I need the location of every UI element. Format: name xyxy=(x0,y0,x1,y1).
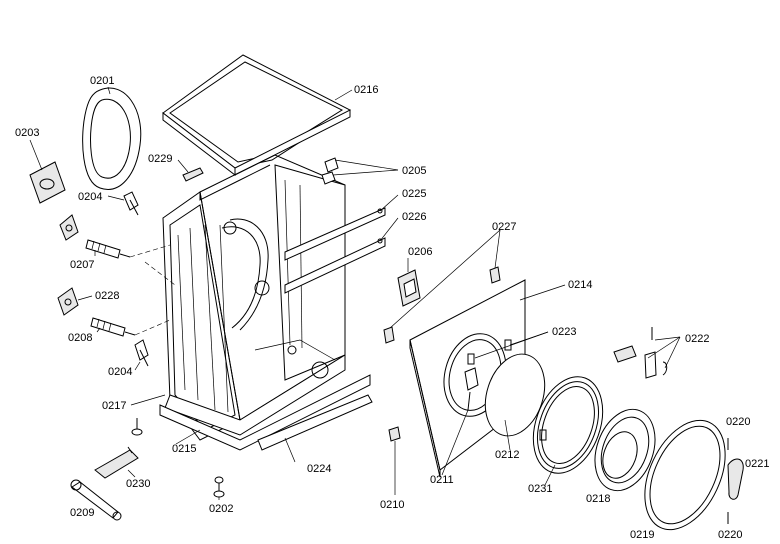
label-0216: 0216 xyxy=(354,84,378,96)
base-plinth-part[interactable] xyxy=(159,374,371,451)
door-handle-part[interactable] xyxy=(727,458,744,500)
label-0218: 0218 xyxy=(586,493,610,505)
label-0229: 0229 xyxy=(148,153,172,165)
label-0224: 0224 xyxy=(307,463,331,475)
bracket-part-lower[interactable] xyxy=(134,339,149,367)
door-lock-part[interactable] xyxy=(397,269,421,307)
screw-part[interactable] xyxy=(388,426,401,442)
label-0204-lower: 0204 xyxy=(108,366,132,378)
label-0208: 0208 xyxy=(68,332,92,344)
label-0228: 0228 xyxy=(95,290,119,302)
label-0204-upper: 0204 xyxy=(78,191,102,203)
door-inner-frame-part[interactable] xyxy=(521,367,615,483)
panel-clip-upper-part[interactable] xyxy=(489,266,501,284)
label-0220-upper: 0220 xyxy=(726,416,750,428)
label-0201: 0201 xyxy=(90,75,114,87)
label-0222: 0222 xyxy=(685,333,709,345)
label-0227: 0227 xyxy=(492,221,516,233)
label-0215: 0215 xyxy=(172,443,196,455)
label-0202: 0202 xyxy=(209,503,233,515)
label-0209: 0209 xyxy=(70,507,94,519)
foot-part[interactable] xyxy=(131,418,143,436)
label-0212: 0212 xyxy=(495,449,519,461)
clip-part[interactable] xyxy=(182,167,204,182)
top-cover-part[interactable] xyxy=(162,54,352,177)
top-bracket-part[interactable] xyxy=(321,157,339,185)
label-0231: 0231 xyxy=(528,483,552,495)
cross-rail-upper-part[interactable] xyxy=(284,207,386,261)
foot-lower-part[interactable] xyxy=(213,476,225,498)
door-glass-part[interactable] xyxy=(584,401,665,499)
motor-cover-part[interactable] xyxy=(29,161,66,204)
part-labels: 0201 0203 0216 0229 0205 0204 0225 0226 … xyxy=(15,75,769,541)
label-0221: 0221 xyxy=(745,458,769,470)
inner-ring-part[interactable] xyxy=(475,346,554,443)
panel-clip-left-part[interactable] xyxy=(383,326,395,344)
label-0217: 0217 xyxy=(102,400,126,412)
spanner-tool-part[interactable] xyxy=(70,479,122,521)
label-0223: 0223 xyxy=(552,326,576,338)
label-0206: 0206 xyxy=(408,246,432,258)
hinge-part[interactable] xyxy=(613,327,668,379)
kick-plate-part[interactable] xyxy=(257,394,373,451)
damper-mount-upper-part[interactable] xyxy=(59,214,79,241)
label-0210: 0210 xyxy=(380,499,404,511)
cabinet-body xyxy=(162,154,346,441)
leader-lines xyxy=(29,86,681,500)
door-seal-part[interactable] xyxy=(82,87,142,190)
transport-bracket-part[interactable] xyxy=(94,446,139,479)
bracket-part-upper[interactable] xyxy=(123,191,139,216)
label-0220-lower: 0220 xyxy=(718,529,742,541)
label-0205: 0205 xyxy=(402,165,426,177)
label-0203: 0203 xyxy=(15,127,39,139)
label-0219: 0219 xyxy=(630,529,654,541)
shock-absorber-upper-part[interactable] xyxy=(85,239,131,259)
cross-rail-lower-part[interactable] xyxy=(284,237,386,294)
label-0225: 0225 xyxy=(402,188,426,200)
label-0207: 0207 xyxy=(70,259,94,271)
label-0214: 0214 xyxy=(568,279,592,291)
label-0211: 0211 xyxy=(430,474,454,486)
damper-mount-part[interactable] xyxy=(57,287,79,316)
outer-door-part[interactable] xyxy=(629,408,741,543)
shock-absorber-lower-part[interactable] xyxy=(90,317,136,337)
label-0226: 0226 xyxy=(402,211,426,223)
label-0230: 0230 xyxy=(126,478,150,490)
